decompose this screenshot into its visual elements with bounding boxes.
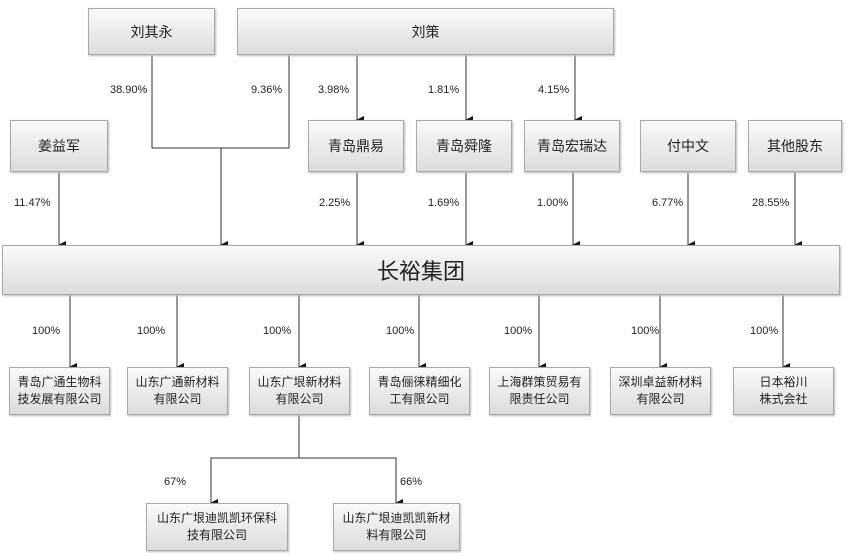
holder-qingdao-dingyi: 青岛鼎易 xyxy=(308,120,404,172)
pct-label: 100% xyxy=(137,325,166,337)
pct-label: 3.98% xyxy=(318,84,350,96)
pct-label: 28.55% xyxy=(752,197,790,209)
pct-label: 1.81% xyxy=(428,84,460,96)
subsidiary-box: 青岛广通生物科技发展有限公司 xyxy=(9,367,110,415)
pct-label: 100% xyxy=(504,325,533,337)
pct-label: 6.77% xyxy=(652,197,684,209)
group-company: 长裕集团 xyxy=(2,245,840,295)
holder-qingdao-hongruida: 青岛宏瑞达 xyxy=(524,120,620,172)
subsidiary-box: 深圳卓益新材料有限公司 xyxy=(610,367,711,415)
pct-label: 100% xyxy=(263,325,292,337)
pct-label: 9.36% xyxy=(251,84,283,96)
pct-label: 100% xyxy=(386,325,415,337)
holder-liu-ce: 刘策 xyxy=(237,8,614,55)
holder-liu-qiyong: 刘其永 xyxy=(88,8,215,55)
grandchild-box: 山东广垠迪凯凯环保科技有限公司 xyxy=(146,503,288,551)
pct-label: 1.00% xyxy=(537,197,569,209)
subsidiary-box: 日本裕川株式会社 xyxy=(733,367,834,415)
grandchild-box: 山东广垠迪凯凯新材料有限公司 xyxy=(333,503,460,551)
pct-label: 100% xyxy=(32,325,61,337)
subsidiary-box: 山东广通新材料有限公司 xyxy=(127,367,228,415)
pct-label: 11.47% xyxy=(14,197,51,209)
subsidiary-box: 上海群策贸易有限责任公司 xyxy=(489,367,590,415)
holder-fu-zhongwen: 付中文 xyxy=(640,120,736,172)
pct-label: 67% xyxy=(164,476,187,488)
pct-label: 4.15% xyxy=(538,84,570,96)
holder-qingdao-shunlong: 青岛舜隆 xyxy=(416,120,512,172)
pct-label: 100% xyxy=(750,325,779,337)
pct-label: 1.69% xyxy=(428,197,460,209)
holder-others: 其他股东 xyxy=(748,120,842,172)
pct-label: 38.90% xyxy=(110,84,148,96)
holder-jiang-yijun: 姜益军 xyxy=(10,120,108,172)
pct-label: 100% xyxy=(631,325,660,337)
subsidiary-box: 青岛俪徕精细化工有限公司 xyxy=(369,367,470,415)
subsidiary-box: 山东广垠新材料有限公司 xyxy=(249,367,350,415)
pct-label: 66% xyxy=(400,476,423,488)
pct-label: 2.25% xyxy=(319,197,351,209)
